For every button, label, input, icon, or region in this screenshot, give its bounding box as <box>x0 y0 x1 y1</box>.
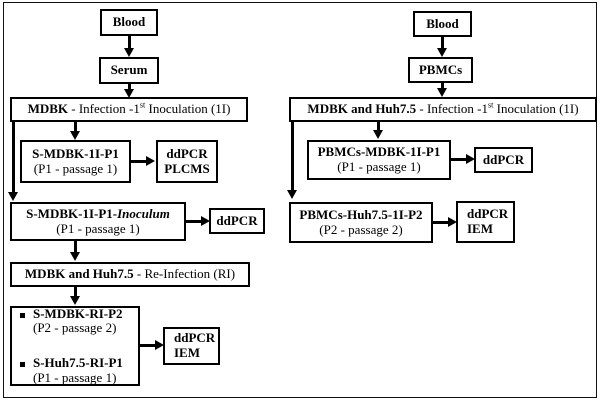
node-right-p1-title: PBMCs-MDBK-1I-P1 <box>317 144 441 160</box>
node-right-blood: Blood <box>413 11 472 37</box>
connector-right-infection-p2 <box>291 120 294 193</box>
node-left-reinfection-label: MDBK and Huh7.5 - Re-Infection (RI) <box>24 266 236 282</box>
node-left-inoculum: S-MDBK-1I-P1-Inoculum (P1 - passage 1) <box>10 202 186 241</box>
node-right-infection-label: MDBK and Huh7.5 - Infection -1st Inocula… <box>307 100 579 117</box>
arrowhead-right-pbmcs-infection <box>437 88 447 97</box>
arrowhead-right-blood-pbmcs <box>437 48 447 57</box>
node-left-assay-plcms-line1: ddPCR <box>166 145 208 161</box>
node-left-infection: MDBK - Infection -1st Inoculation (1I) <box>10 97 248 122</box>
node-right-p2: PBMCs-Huh7.5-1I-P2 (P2 - passage 2) <box>289 202 433 243</box>
list-item-title: S-MDBK-RI-P2 <box>33 305 123 321</box>
node-right-assay-ddpcr-label: ddPCR <box>482 151 525 167</box>
connector-left-products-assay <box>140 344 156 347</box>
node-right-infection: MDBK and Huh7.5 - Infection -1st Inocula… <box>289 97 597 122</box>
node-left-assay-ddpcr: ddPCR <box>209 208 265 234</box>
list-item: S-MDBK-RI-P2 (P2 - passage 2) <box>20 305 138 336</box>
connector-left-infection-inoculum <box>12 120 15 195</box>
connector-right-p2-assay <box>433 221 449 224</box>
connector-left-inoculum-assay <box>186 220 202 223</box>
figure-border <box>3 2 597 398</box>
bullet-square-icon <box>20 312 25 318</box>
node-left-assay-ddpcr-label: ddPCR <box>216 212 258 228</box>
node-left-reinfection-products: S-MDBK-RI-P2 (P2 - passage 2) S-Huh7.5-R… <box>10 306 140 386</box>
arrowhead-left-products-assay <box>155 340 164 350</box>
arrowhead-left-infection-inoculum <box>8 192 18 201</box>
arrowhead-right-p1-assay <box>466 154 475 164</box>
arrowhead-left-reinfection-list <box>69 296 80 305</box>
node-right-p2-title: PBMCs-Huh7.5-1I-P2 <box>299 206 423 222</box>
node-left-assay-plcms: ddPCR PLCMS <box>156 140 218 183</box>
node-right-blood-label: Blood <box>426 15 459 31</box>
connector-right-infection-p1 <box>376 122 380 132</box>
node-right-assay-iem-line1: ddPCR <box>467 206 509 222</box>
node-left-blood-label: Blood <box>112 14 146 30</box>
node-left-p1-subtitle: (P1 - passage 1) <box>33 160 118 176</box>
connector-left-blood-serum <box>127 36 131 51</box>
node-left-assay-iem-line1: ddPCR <box>174 330 216 346</box>
node-left-serum: Serum <box>99 57 159 84</box>
arrowhead-left-inoculum-assay <box>201 216 210 226</box>
node-left-serum-label: Serum <box>110 62 148 78</box>
node-right-assay-iem: ddPCR IEM <box>456 201 515 243</box>
arrowhead-right-p2-assay <box>448 217 457 227</box>
node-left-inoculum-title: S-MDBK-1I-P1-Inoculum <box>26 205 170 221</box>
node-left-blood: Blood <box>100 9 158 36</box>
list-item: S-Huh7.5-RI-P1 (P1 - passage 1) <box>20 355 138 385</box>
node-right-p1-subtitle: (P1 - passage 1) <box>337 159 421 174</box>
node-right-pbmcs-label: PBMCs <box>418 61 463 77</box>
connector-left-inoculum-reinfection <box>73 241 77 254</box>
arrowhead-left-infection-p1 <box>69 131 80 140</box>
node-right-p2-subtitle: (P2 - passage 2) <box>319 221 403 237</box>
node-left-assay-plcms-line2: PLCMS <box>164 160 210 176</box>
node-left-inoculum-subtitle: (P1 - passage 1) <box>56 220 140 236</box>
node-left-assay-iem-line2: IEM <box>174 345 200 360</box>
node-right-pbmcs: PBMCs <box>408 57 473 83</box>
connector-right-blood-pbmcs <box>441 37 444 51</box>
list-item-subtitle: (P2 - passage 2) <box>33 320 117 336</box>
arrowhead-right-infection-p1 <box>372 130 383 139</box>
node-right-p1: PBMCs-MDBK-1I-P1 (P1 - passage 1) <box>307 140 451 180</box>
connector-left-reinfection-list <box>73 287 77 300</box>
node-right-assay-ddpcr: ddPCR <box>474 147 533 173</box>
connector-left-p1-assay <box>131 160 147 163</box>
arrowhead-left-inoculum-reinfection <box>69 252 80 261</box>
node-left-reinfection: MDBK and Huh7.5 - Re-Infection (RI) <box>10 262 250 287</box>
arrowhead-left-blood-serum <box>123 48 134 57</box>
arrowhead-right-infection-p2 <box>287 190 297 199</box>
list-item-subtitle: (P1 - passage 1) <box>33 369 117 385</box>
node-left-infection-label: MDBK - Infection -1st Inoculation (1I) <box>27 100 231 117</box>
node-left-p1: S-MDBK-1I-P1 (P1 - passage 1) <box>20 140 131 183</box>
connector-left-infection-p1 <box>73 122 77 133</box>
arrowhead-left-p1-assay <box>146 156 155 166</box>
node-left-assay-iem: ddPCR IEM <box>163 327 220 365</box>
reinfection-products-list: S-MDBK-RI-P2 (P2 - passage 2) S-Huh7.5-R… <box>20 305 138 385</box>
list-item-title: S-Huh7.5-RI-P1 <box>33 355 123 370</box>
node-right-assay-iem-line2: IEM <box>467 221 493 236</box>
arrowhead-left-serum-infection <box>123 89 134 98</box>
node-left-p1-title: S-MDBK-1I-P1 <box>32 145 119 161</box>
bullet-square-icon <box>20 362 25 367</box>
connector-right-p1-assay <box>451 158 467 161</box>
